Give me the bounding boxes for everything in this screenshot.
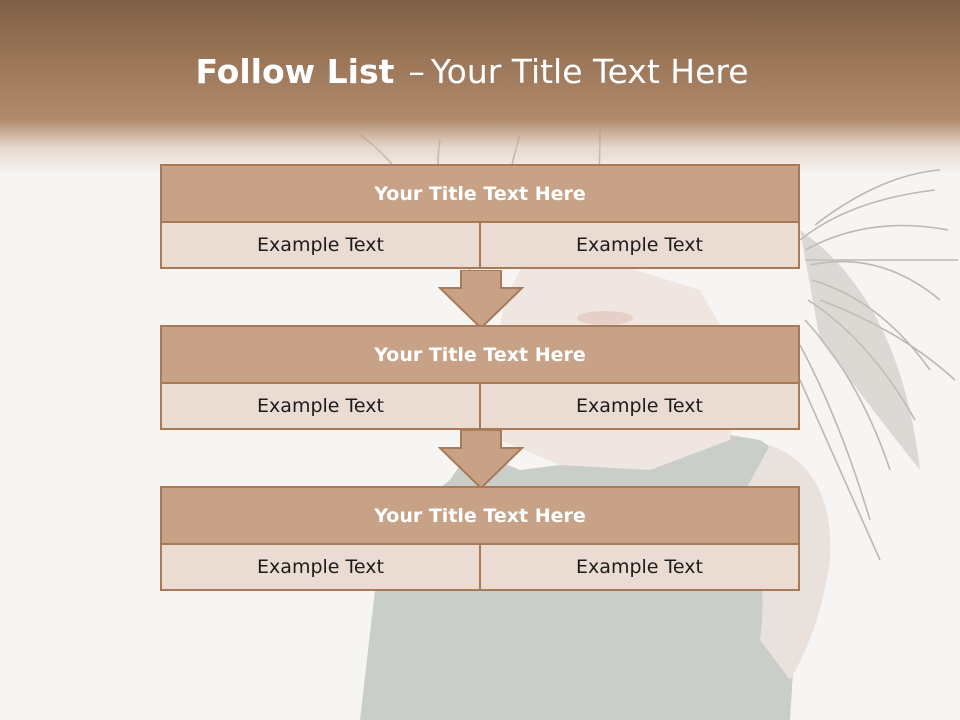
down-arrow-icon [438, 270, 524, 330]
step-cell-right: Example Text [479, 545, 798, 589]
step-cell-right: Example Text [479, 384, 798, 428]
step-box-3: Your Title Text Here Example Text Exampl… [160, 486, 800, 591]
step-box-1: Your Title Text Here Example Text Exampl… [160, 164, 800, 269]
step-title: Your Title Text Here [162, 166, 798, 223]
step-cell-left: Example Text [257, 395, 384, 417]
slide-title: Follow List–Your Title Text Here [0, 52, 944, 91]
step-cell-right: Example Text [479, 223, 798, 267]
step-row: Example Text Example Text [162, 545, 798, 589]
down-arrow-icon [438, 430, 524, 490]
title-bold: Follow List [195, 52, 395, 91]
step-cell-left: Example Text [257, 234, 384, 256]
step-box-2: Your Title Text Here Example Text Exampl… [160, 325, 800, 430]
title-rest: Your Title Text Here [430, 52, 749, 91]
title-separator: – [408, 52, 425, 91]
step-cell-left: Example Text [257, 556, 384, 578]
step-row: Example Text Example Text [162, 223, 798, 267]
step-row: Example Text Example Text [162, 384, 798, 428]
step-title: Your Title Text Here [162, 488, 798, 545]
step-title: Your Title Text Here [162, 327, 798, 384]
header-band [0, 0, 960, 175]
